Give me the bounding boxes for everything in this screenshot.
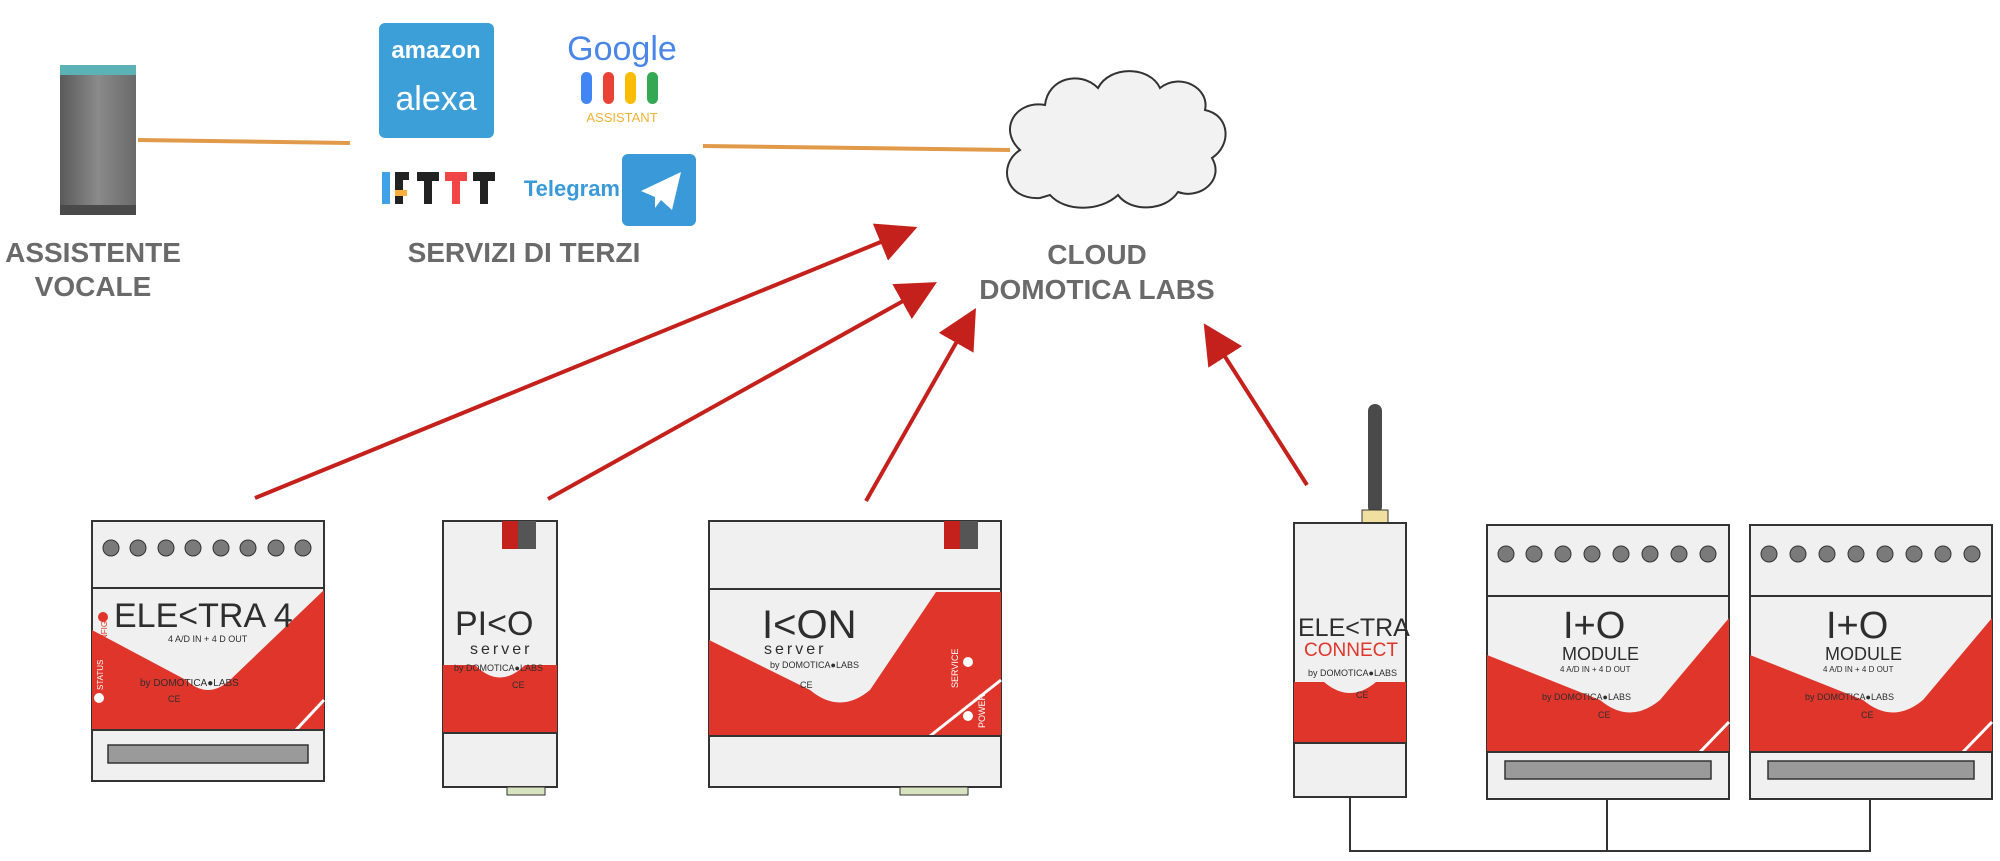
module1-brand: by DOMOTICA●LABS [1542,692,1631,702]
arrow-kon-to-cloud [864,308,976,502]
kon-ce: CE [800,680,813,690]
elektra4-config-label: CONFIG [100,621,109,652]
cloud-icon [1006,70,1227,209]
paper-plane-icon [641,172,681,210]
elektra4-status-led [94,693,104,703]
module2-ce: CE [1861,710,1874,720]
ifttt-logo: IFTTT [382,172,495,226]
services-to-cloud-line [702,144,1011,152]
antenna-icon [1368,404,1382,514]
voice-assistant-label-line2: VOCALE [35,271,152,302]
arrow-connect-to-cloud [1203,323,1309,487]
kon-service-led [963,657,973,667]
module1-ce: CE [1598,710,1611,720]
cloud-label-line1: CLOUD [1047,239,1147,270]
ifttt-logo-text: IFTTT [439,224,442,226]
kon-power-led [963,711,973,721]
elektra4-spec: 4 A/D IN + 4 D OUT [168,634,248,644]
elektra4-status-label: STATUS [96,660,105,690]
alexa-logo-alexa: alexa [395,80,476,118]
kon-service-label: SERVICE [950,649,960,688]
google-assistant-sub: ASSISTANT [586,110,657,125]
elektra4-config-led [98,612,108,622]
kon-server-device: I<ON server by DOMOTICA●LABS CE SERVICE … [708,520,1002,796]
piko-ce: CE [512,680,525,690]
kon-brand: by DOMOTICA●LABS [770,660,859,670]
io-module-2-device: I+O MODULE 4 A/D IN + 4 D OUT by DOMOTIC… [1749,524,1994,800]
voice-assistant-label-line1: ASSISTENTE [5,237,181,268]
elektra4-device: ELE<TRA 4 4 A/D IN + 4 D OUT by DOMOTICA… [91,520,326,782]
kon-name: I<ON [762,603,856,647]
connect-ce: CE [1356,690,1369,700]
connect-name-line2: CONNECT [1304,640,1398,661]
module2-name-line2: MODULE [1825,644,1902,664]
piko-server-device: PI<O server by DOMOTICA●LABS CE [442,520,558,796]
elektra4-name: ELE<TRA 4 [114,597,293,635]
telegram-logo: Telegram [524,154,696,226]
module2-name-line1: I+O [1826,605,1888,647]
connect-brand: by DOMOTICA●LABS [1308,668,1397,678]
telegram-logo-text: Telegram [524,176,620,201]
cloud-label-line2: DOMOTICA LABS [979,274,1214,305]
elektra-connect-device: ELE<TRA CONNECT by DOMOTICA●LABS CE [1293,404,1410,798]
module2-brand: by DOMOTICA●LABS [1805,692,1894,702]
module1-name-line2: MODULE [1562,644,1639,664]
voice-assistant-speaker-icon [60,65,136,215]
io-module-1-device: I+O MODULE 4 A/D IN + 4 D OUT by DOMOTIC… [1486,524,1731,800]
piko-brand: by DOMOTICA●LABS [454,663,543,673]
kon-sub: server [764,641,826,658]
elektra4-brand: by DOMOTICA●LABS [140,678,239,689]
arrow-elektra4-to-cloud [254,223,918,500]
google-logo-text: Google [567,30,677,68]
connect-name-line1: ELE<TRA [1298,614,1410,642]
elektra4-ce: CE [168,694,181,704]
kon-power-label: POWER [977,693,987,728]
piko-sub: server [470,641,532,658]
alexa-logo: amazon alexa [379,23,494,138]
module1-spec: 4 A/D IN + 4 D OUT [1560,665,1631,674]
speaker-to-services-line [137,138,351,145]
module1-name-line1: I+O [1563,605,1625,647]
third-party-services-label: SERVIZI DI TERZI [408,237,641,268]
piko-name: PI<O [455,605,533,643]
alexa-logo-amazon: amazon [391,37,480,64]
module2-spec: 4 A/D IN + 4 D OUT [1823,665,1894,674]
arrow-piko-to-cloud [547,282,937,501]
google-assistant-logo: Google ASSISTANT [567,30,677,125]
module-bus-wiring [1349,797,1871,852]
